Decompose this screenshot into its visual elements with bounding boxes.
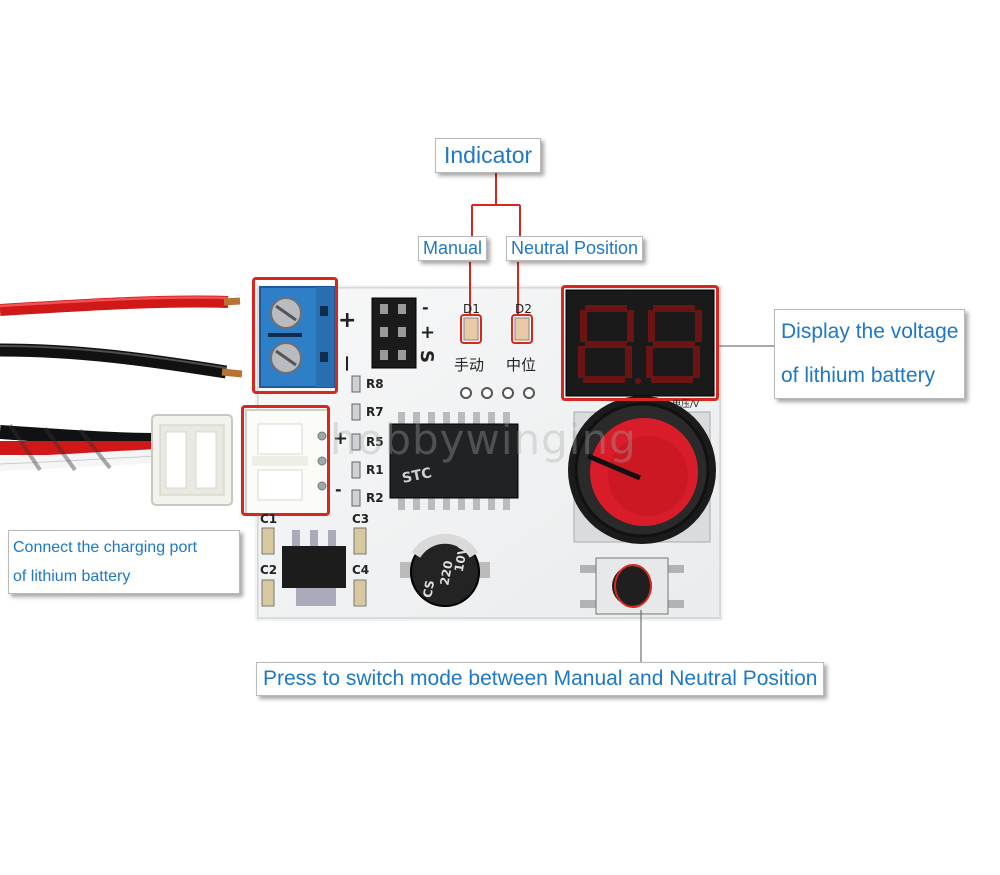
cap-label-c3: C3 [352,512,370,526]
electrolytic-capacitor [400,533,490,607]
neutral-callout: Neutral Position [506,236,644,261]
seven-segment-display-icon [565,289,715,397]
led-d1-label: D1 [463,302,480,316]
charging-lead [0,423,161,472]
charging-callout: Connect the charging port of lithium bat… [8,530,240,594]
charging-text-line1: Connect the charging port [13,539,198,556]
resistor-label-r5: R5 [366,435,384,449]
jst-plus-label: + [333,428,349,449]
manual-callout: Manual [418,236,488,261]
jst-connector-icon [245,409,329,515]
highlight-display [561,285,719,401]
led-d2-label: D2 [515,302,532,316]
indicator-text: Indicator [444,142,533,168]
press-text: Press to switch mode between Manual and … [263,667,818,690]
black-wire [0,343,228,379]
jst-plug [151,414,233,506]
servo-pin-signal: S [415,350,437,363]
cap-label-c4: C4 [352,563,370,577]
neutral-text: Neutral Position [511,238,639,258]
screw-terminal-icon [259,286,335,388]
potentiometer-knob-icon [568,396,716,544]
terminal-minus-label: — [338,355,358,372]
servo-pin-header [371,297,417,369]
display-callout: Display the voltage of lithium battery [774,309,966,399]
neutral-cn-label: 中位 [506,356,537,374]
display-text-line2: of lithium battery [781,364,936,387]
highlight-led-d2 [511,314,533,344]
microcontroller-chip [389,412,519,510]
indicator-callout: Indicator [435,138,542,173]
red-wire [0,295,229,316]
highlight-screw-terminal [252,277,338,394]
resistor-label-r7: R7 [366,405,384,419]
voltage-cn-label: 电压/V [672,400,700,410]
resistor-label-r1: R1 [366,463,384,477]
manual-text: Manual [423,238,483,258]
terminal-plus-label: + [338,308,357,333]
servo-pin-minus: - [422,298,429,317]
jst-minus-label: - [335,480,342,499]
voltage-regulator [282,530,346,606]
resistor-label-r8: R8 [366,377,384,391]
servo-pin-plus: + [420,322,436,343]
press-callout: Press to switch mode between Manual and … [256,662,825,696]
charging-text-line2: of lithium battery [13,568,131,585]
watermark: hobbywinging [330,415,637,464]
highlight-led-d1 [460,314,482,344]
display-text-line1: Display the voltage [781,320,959,343]
manual-cn-label: 手动 [454,356,485,374]
resistor-label-r2: R2 [366,491,384,505]
cap-label-c1: C1 [260,512,278,526]
highlight-button [614,564,652,608]
cap-label-c2: C2 [260,563,278,577]
highlight-jst-socket [241,405,330,516]
